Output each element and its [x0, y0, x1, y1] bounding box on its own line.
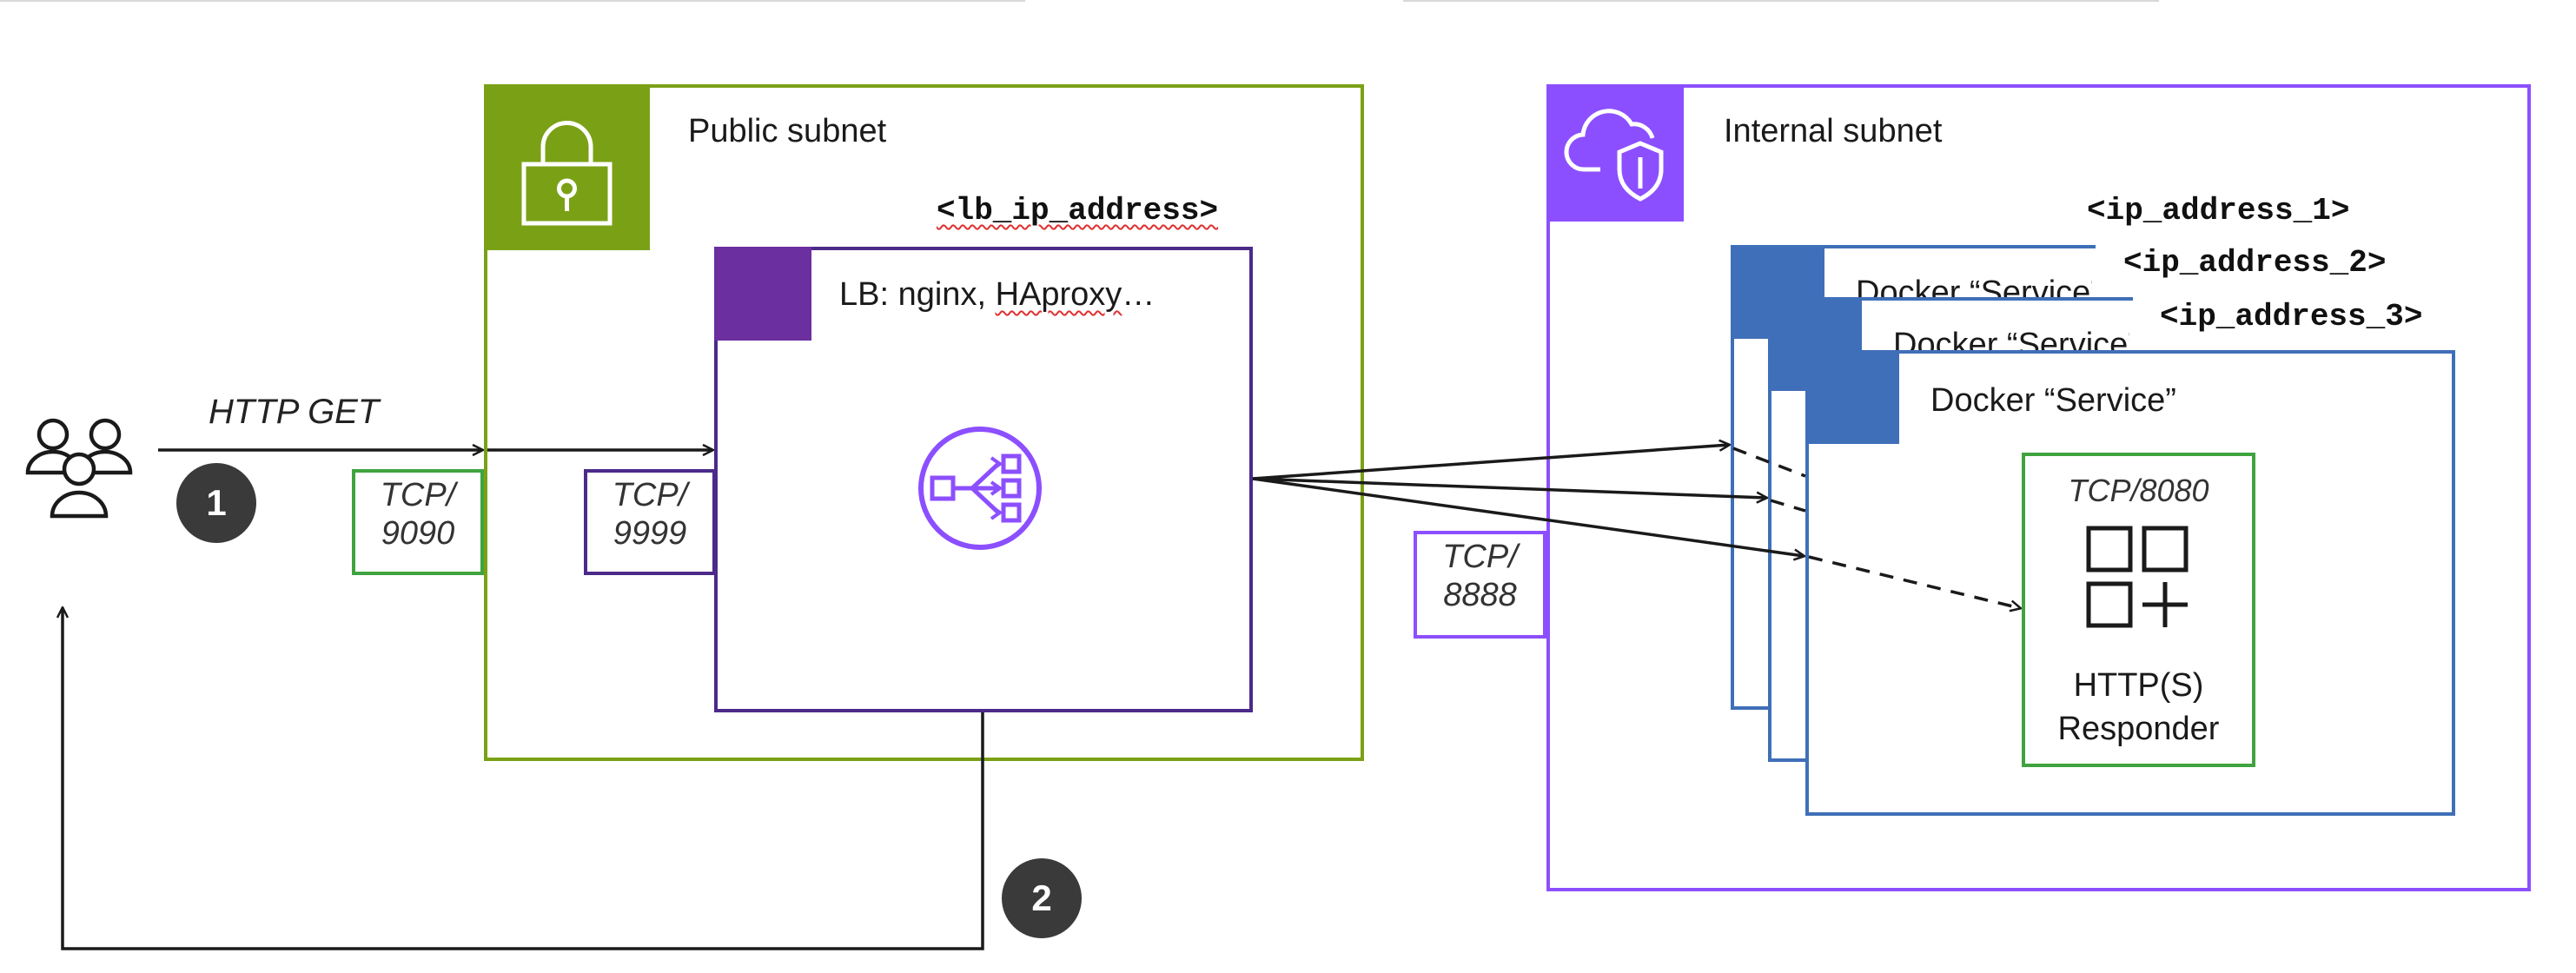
lb-title: LB: nginx, HAproxy…	[839, 276, 1156, 313]
service-address-1: <ip_address_1>	[2087, 193, 2350, 228]
internal-subnet	[1546, 84, 2531, 891]
responder-port: TCP/8080	[2068, 473, 2209, 508]
backend-port-line1: TCP/	[1442, 539, 1518, 575]
backend-arrow-1	[1252, 445, 1729, 480]
step-badge-2: 2	[1002, 858, 1082, 938]
responder-label-1: HTTP(S)	[2073, 667, 2204, 704]
lb-port-label: TCP/ 9999	[584, 469, 716, 575]
public-port-label: TCP/ 9090	[352, 469, 484, 575]
service-address-3: <ip_address_3>	[2160, 299, 2423, 334]
backend-arrow-1-dashed	[1732, 447, 1806, 478]
public-port-line2: 9090	[381, 515, 455, 552]
request-label: HTTP GET	[209, 393, 380, 431]
lb-ip-address: <lb_ip_address>	[937, 193, 1219, 228]
lb-port-line2: 9999	[613, 515, 687, 552]
lb-port-line1: TCP/	[612, 477, 688, 513]
public-subnet-title: Public subnet	[688, 113, 887, 149]
responder-box	[2022, 453, 2255, 767]
backend-arrow-2	[1252, 477, 1766, 498]
lock-icon	[521, 121, 613, 226]
backend-port-line2: 8888	[1443, 577, 1517, 613]
step-badge-1: 1	[176, 463, 256, 543]
public-subnet-icon-tile	[484, 84, 650, 250]
backend-arrow-2-dashed	[1770, 499, 1806, 513]
load-balancer-box	[714, 247, 1253, 712]
load-balancer-icon	[918, 427, 1042, 550]
top-rule-left	[0, 0, 1025, 2]
response-arrow	[63, 608, 984, 950]
users-icon	[25, 418, 133, 519]
internal-subnet-icon-tile	[1546, 84, 1684, 222]
top-rule-right	[1403, 0, 2159, 2]
backend-arrow-3	[1252, 477, 1804, 556]
internal-subnet-title: Internal subnet	[1724, 113, 1943, 149]
lb-accent-tile	[714, 247, 811, 341]
public-port-line1: TCP/	[380, 477, 456, 513]
responder-label-2: Responder	[2057, 711, 2220, 747]
apps-grid-icon	[2086, 526, 2189, 628]
backend-arrow-3-dashed	[1808, 555, 2020, 608]
backend-port-label: TCP/ 8888	[1414, 531, 1546, 639]
service-accent-3	[1805, 350, 1899, 444]
service-title-3: Docker “Service”	[1930, 382, 2176, 419]
cloud-shield-icon	[1564, 109, 1664, 202]
service-address-2: <ip_address_2>	[2123, 245, 2387, 281]
public-subnet	[484, 84, 1364, 761]
